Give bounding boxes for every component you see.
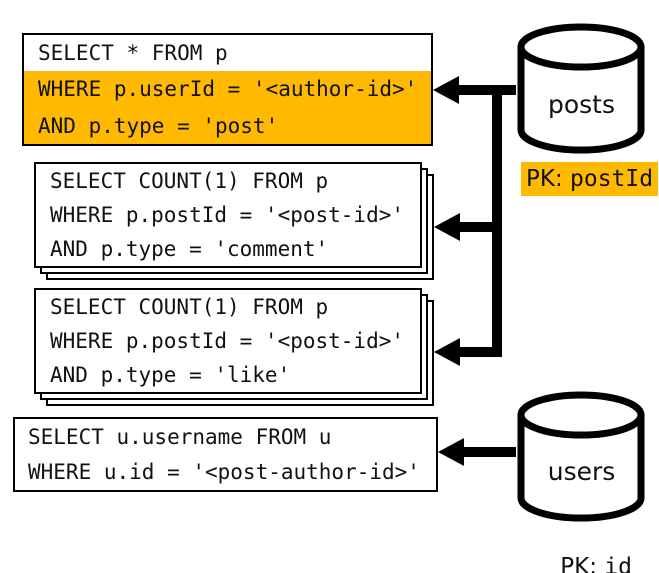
sql-line: WHERE p.postId = '<post-id>': [36, 324, 420, 358]
query-box-count-comments: SELECT COUNT(1) FROM p WHERE p.postId = …: [34, 162, 422, 268]
sql-line: SELECT COUNT(1) FROM p: [36, 290, 420, 324]
query-box-select-username: SELECT u.username FROM u WHERE u.id = '<…: [13, 417, 438, 492]
sql-line-highlighted: WHERE p.userId = '<author-id>': [24, 71, 431, 108]
sql-line: SELECT u.username FROM u: [15, 419, 436, 455]
sql-text: AND p.type = 'like': [50, 363, 291, 387]
users-cylinder-body: [517, 415, 645, 522]
sql-line: AND p.type = 'like': [36, 358, 420, 392]
pk-field: postId: [570, 166, 654, 192]
users-cylinder-top: [517, 391, 645, 439]
users-pk-label: PK: id: [518, 528, 645, 573]
sql-text: WHERE u.id = '<post-author-id>': [28, 460, 420, 485]
sql-text: AND p.type = 'post': [38, 113, 279, 138]
posts-database-label: posts: [547, 90, 616, 119]
arrowhead-q3-icon: [434, 338, 460, 366]
posts-database-cylinder-icon: [517, 23, 645, 154]
sql-text: SELECT COUNT(1) FROM p: [50, 295, 329, 319]
posts-cylinder-top: [517, 23, 645, 71]
sql-line: SELECT COUNT(1) FROM p: [36, 164, 420, 198]
pk-field: id: [604, 554, 632, 573]
users-query-arrow: [438, 438, 516, 466]
sql-text: WHERE p.postId = '<post-id>': [50, 203, 405, 227]
sql-text: WHERE p.userId = '<author-id>': [38, 77, 418, 102]
sql-line: SELECT * FROM p: [24, 35, 431, 71]
users-database-label: users: [547, 457, 616, 486]
arrowhead-q1-icon: [433, 76, 459, 104]
sql-text: AND p.type = 'comment': [50, 237, 329, 261]
query-box-count-likes: SELECT COUNT(1) FROM p WHERE p.postId = …: [34, 288, 422, 394]
sql-text: WHERE p.postId = '<post-id>': [50, 329, 405, 353]
posts-pk-badge: PK: postId: [521, 162, 659, 196]
arrowhead-q2-icon: [434, 213, 460, 241]
sql-line: AND p.type = 'comment': [36, 232, 420, 266]
sql-text: SELECT COUNT(1) FROM p: [50, 169, 329, 193]
sql-line-highlighted: AND p.type = 'post': [24, 107, 431, 144]
arrowhead-q4-icon: [438, 438, 464, 466]
sql-text: SELECT u.username FROM u: [28, 424, 332, 449]
posts-queries-arrow: [433, 76, 516, 366]
pk-prefix: PK:: [526, 166, 571, 192]
posts-cylinder-body: [517, 47, 645, 154]
query-box-select-posts: SELECT * FROM p WHERE p.userId = '<autho…: [22, 33, 433, 146]
sql-line: WHERE u.id = '<post-author-id>': [15, 455, 436, 491]
users-database-cylinder-icon: [517, 391, 645, 522]
sql-line: WHERE p.postId = '<post-id>': [36, 198, 420, 232]
sql-text: SELECT * FROM p: [38, 41, 228, 66]
pk-prefix: PK:: [560, 554, 605, 573]
